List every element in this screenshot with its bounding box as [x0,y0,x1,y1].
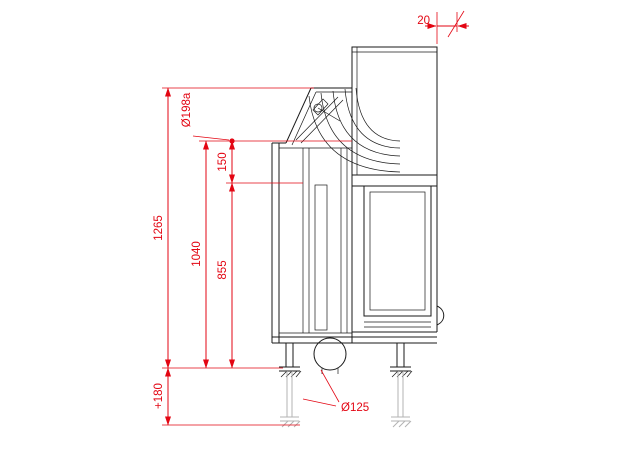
dimension-flue-center-1040: 1040 [191,138,352,369]
dimension-outlet-diameter-125: Ø125 [302,369,369,414]
dimension-label-1265: 1265 [153,215,165,241]
flue-pipe-curves [308,87,401,173]
dimension-label-plus180: +180 [153,383,165,409]
door-frame [363,185,432,317]
outlet-circle [313,337,347,371]
dimension-label-1040: 1040 [191,241,203,267]
door-glass [369,191,426,311]
dimension-leg-adjustment-180: +180 [153,367,300,426]
dimension-label-125: Ø125 [341,402,369,414]
dimension-firebox-top-855: 855 [217,182,235,369]
dimension-total-height-1265: 1265 [153,87,314,369]
door-handle [436,305,445,326]
leg-extension-adjustable [280,371,412,428]
damper-plate [312,98,329,116]
dimension-label-150: 150 [217,152,229,171]
dimension-top-clearance-20: 20 [417,10,469,44]
stove-body [271,46,445,344]
dimension-label-20: 20 [417,15,430,27]
legs [279,343,413,378]
baffle-channel [314,184,328,331]
damper-pivot [313,103,323,113]
dimension-label-855: 855 [217,260,229,279]
dimension-label-198a: Ø198a [181,92,193,127]
dimension-flue-offset-150: 150 [217,140,303,184]
dimension-flue-diameter-198: Ø198a [181,92,230,141]
